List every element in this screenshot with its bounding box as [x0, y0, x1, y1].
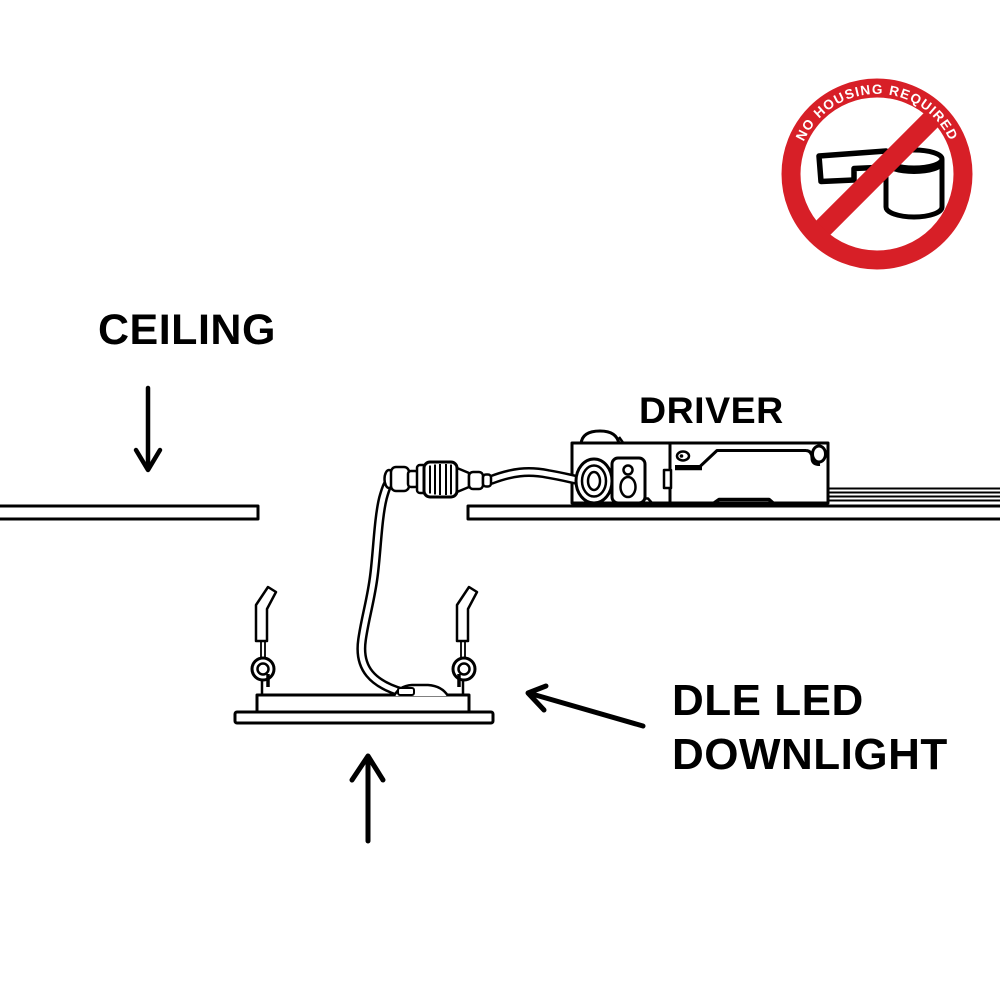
- driver-output-wires: [829, 487, 1000, 502]
- prohibition-ring: [781, 78, 973, 270]
- ceiling-pointer-arrow: [133, 385, 163, 473]
- driver-cable-gland: [574, 456, 647, 505]
- led-downlight: [233, 585, 495, 725]
- driver-knockout-bump: [579, 429, 621, 446]
- driver-bottom-tab: [712, 497, 775, 505]
- prohibition-slash: [805, 102, 949, 246]
- downlight-label-line1: DLE LED: [672, 676, 864, 725]
- driver-label: DRIVER: [639, 389, 784, 431]
- driver-wire-hole: [811, 444, 827, 464]
- spring-clip-left: [250, 585, 278, 697]
- no-housing-badge: NO HOUSING REQUIRED: [781, 78, 973, 270]
- downlight-cable: [356, 475, 409, 698]
- downlight-body: [255, 693, 471, 715]
- downlight-trim-flange: [233, 710, 495, 725]
- quick-connector: [383, 460, 493, 499]
- downlight-label-line2: DOWNLIGHT: [672, 730, 948, 779]
- ceiling-panel-left: [0, 504, 260, 521]
- downlight-pointer-arrow: [525, 683, 646, 729]
- ceiling-label: CEILING: [98, 306, 276, 354]
- spring-clip-right: [451, 585, 479, 697]
- ceiling-panel-right: [466, 504, 1000, 521]
- uplight-direction-arrow: [349, 753, 386, 844]
- housing-can-body: [883, 159, 945, 220]
